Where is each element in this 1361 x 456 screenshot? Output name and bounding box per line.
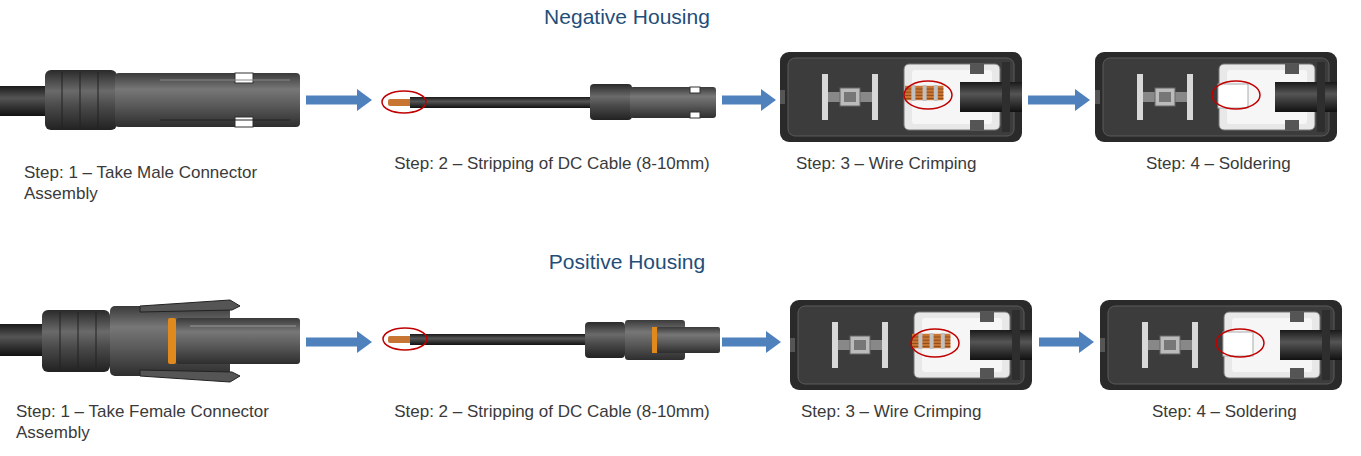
stripped-cable xyxy=(382,84,716,120)
step-caption: Step: 2 – Stripping of DC Cable (8-10mm) xyxy=(392,401,712,422)
section-heading: Positive Housing xyxy=(427,250,827,274)
female-connector xyxy=(0,300,300,382)
step-caption: Step: 1 – Take Male Connector Assembly xyxy=(24,162,286,204)
step-panel: Step: 2 – Stripping of DC Cable (8-10mm) xyxy=(376,288,718,450)
step-panel: Step: 3 – Wire Crimping xyxy=(780,40,1024,205)
step-arrow xyxy=(306,331,372,353)
male-connector xyxy=(0,70,300,130)
step-panel: Step: 4 – Soldering xyxy=(1094,40,1344,205)
step-panel: Step: 1 – Take Female Connector Assembly xyxy=(0,288,302,450)
step-caption: Step: 4 – Soldering xyxy=(1146,153,1342,174)
step-caption: Step: 4 – Soldering xyxy=(1152,401,1346,422)
step-panel: Step: 3 – Wire Crimping xyxy=(785,288,1035,450)
step-caption: Step: 1 – Take Female Connector Assembly xyxy=(16,401,296,443)
step-arrow xyxy=(722,89,776,111)
step-arrow xyxy=(1039,331,1094,353)
step-panel: Step: 2 – Stripping of DC Cable (8-10mm) xyxy=(376,40,718,205)
step-caption: Step: 3 – Wire Crimping xyxy=(801,401,1031,422)
step-caption: Step: 2 – Stripping of DC Cable (8-10mm) xyxy=(392,153,712,174)
section-heading: Negative Housing xyxy=(427,5,827,29)
step-arrow xyxy=(306,89,372,111)
step-panel: Step: 4 – Soldering xyxy=(1098,288,1348,450)
step-arrow xyxy=(722,331,781,353)
stripped-cable xyxy=(383,320,720,360)
step-arrow xyxy=(1028,89,1090,111)
step-panel: Step: 1 – Take Male Connector Assembly xyxy=(0,40,302,210)
step-caption: Step: 3 – Wire Crimping xyxy=(796,153,1024,174)
